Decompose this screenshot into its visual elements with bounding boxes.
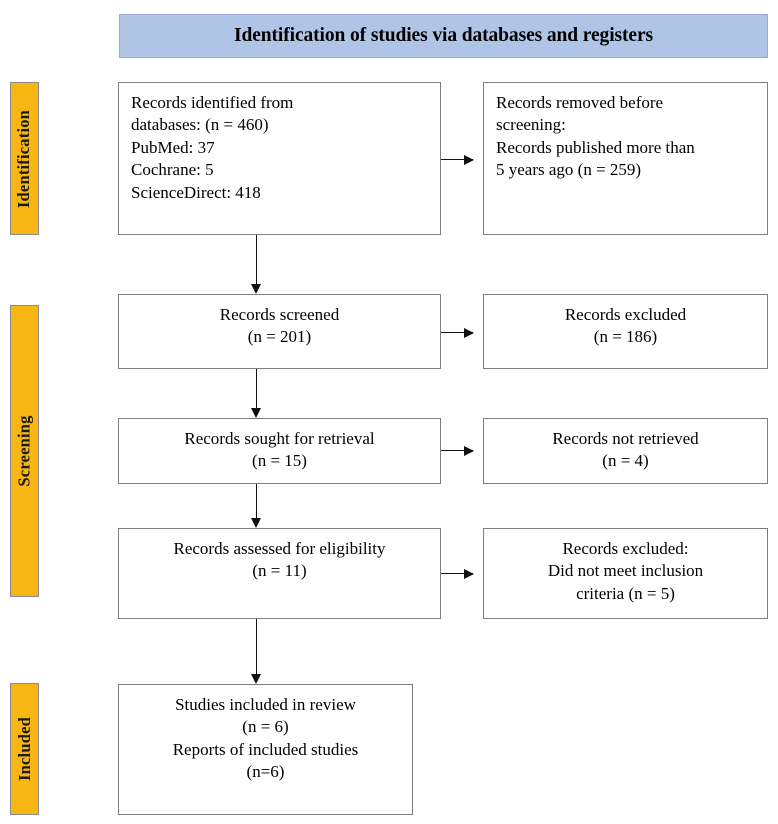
arrow-down-assessed-to-included	[251, 619, 261, 684]
box-records-removed: Records removed before screening: Record…	[483, 82, 768, 235]
box-line: Records excluded:	[562, 539, 689, 558]
box-records-not-retrieved: Records not retrieved (n = 4)	[483, 418, 768, 484]
box-line: (n = 6)	[242, 717, 289, 737]
box-line: Records sought for retrieval	[184, 429, 375, 448]
box-line: Records removed before	[496, 93, 664, 112]
diagram-header-banner: Identification of studies via databases …	[119, 14, 768, 58]
arrow-down-identified-to-screened	[251, 235, 261, 294]
box-records-assessed: Records assessed for eligibility (n = 11…	[118, 528, 441, 619]
box-line: (n = 186)	[593, 327, 658, 347]
box-records-sought: Records sought for retrieval (n = 15)	[118, 418, 441, 484]
box-line: (n = 201)	[247, 327, 312, 347]
stage-label-identification: Identification	[10, 82, 39, 235]
box-studies-included: Studies included in review (n = 6) Repor…	[118, 684, 413, 815]
box-line: (n=6)	[246, 762, 285, 782]
box-records-excluded-eligibility: Records excluded: Did not meet inclusion…	[483, 528, 768, 619]
arrow-right-screened-to-excluded	[441, 327, 474, 338]
box-line: Records screened	[219, 305, 340, 324]
diagram-title: Identification of studies via databases …	[233, 25, 654, 46]
box-line: Records assessed for eligibility	[173, 539, 386, 558]
box-line: databases: (n = 460)	[131, 115, 269, 135]
arrow-right-identified-to-removed	[441, 154, 474, 165]
box-records-excluded-screening: Records excluded (n = 186)	[483, 294, 768, 369]
box-line: (n = 11)	[252, 561, 307, 581]
box-line: PubMed: 37	[131, 137, 215, 157]
box-line: ScienceDirect: 418	[131, 182, 261, 202]
box-line: Studies included in review	[175, 695, 356, 714]
box-line: (n = 15)	[252, 451, 307, 471]
box-records-screened: Records screened (n = 201)	[118, 294, 441, 369]
arrow-down-screened-to-sought	[251, 369, 261, 418]
arrow-down-sought-to-assessed	[251, 484, 261, 528]
stage-label-screening-text: Screening	[14, 415, 34, 487]
box-line: Cochrane: 5	[131, 160, 214, 180]
stage-label-identification-text: Identification	[14, 109, 34, 208]
box-line: Records identified from	[131, 93, 294, 112]
arrow-right-sought-to-not-retrieved	[441, 445, 474, 456]
box-line: criteria (n = 5)	[576, 583, 675, 603]
box-line: (n = 4)	[602, 451, 649, 471]
stage-label-included-text: Included	[14, 717, 34, 781]
box-records-identified: Records identified from databases: (n = …	[118, 82, 441, 235]
box-line: Reports of included studies	[172, 739, 359, 759]
stage-label-included: Included	[10, 683, 39, 815]
box-line: Records excluded	[564, 305, 687, 324]
box-line: Records not retrieved	[552, 429, 699, 448]
arrow-right-assessed-to-excluded	[441, 568, 474, 579]
box-line: Did not meet inclusion	[547, 561, 704, 581]
box-line: screening:	[496, 115, 566, 135]
stage-label-screening: Screening	[10, 305, 39, 597]
box-line: Records published more than	[496, 137, 695, 157]
box-line: 5 years ago (n = 259)	[496, 160, 642, 180]
